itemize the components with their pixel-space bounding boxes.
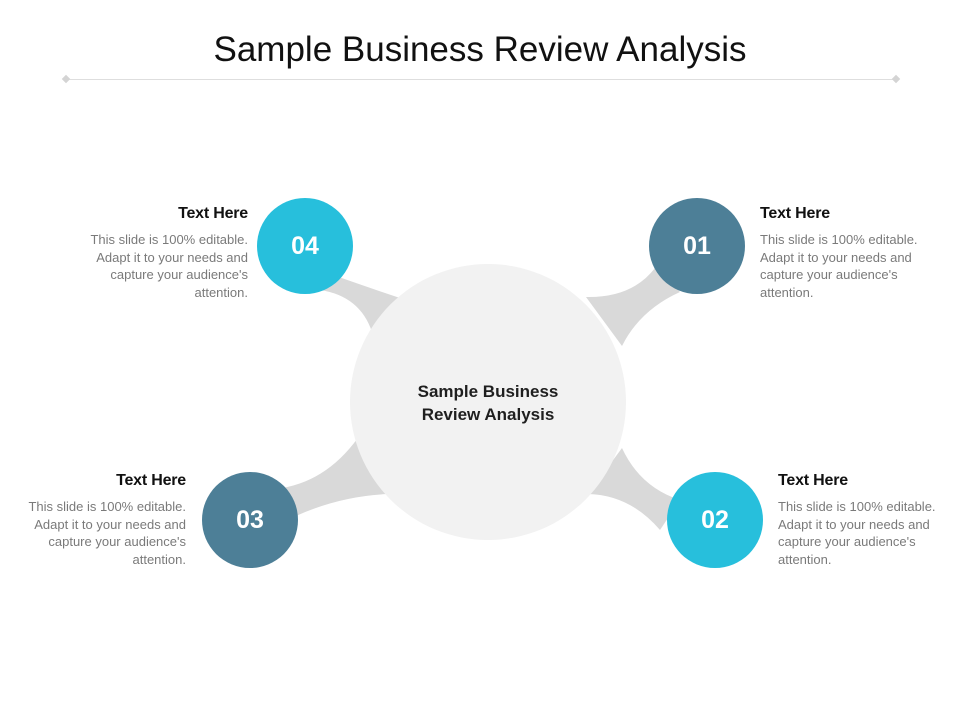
title-divider xyxy=(66,79,896,80)
node-number-01: 01 xyxy=(683,232,711,260)
text-block-04: Text Here This slide is 100% editable. A… xyxy=(78,205,248,301)
text-block-heading: Text Here xyxy=(760,205,830,222)
node-circle-04 xyxy=(257,198,353,294)
text-block-03: Text Here This slide is 100% editable. A… xyxy=(16,472,186,568)
text-block-body: This slide is 100% editable. Adapt it to… xyxy=(90,232,248,300)
page-title: Sample Business Review Analysis xyxy=(213,30,747,69)
center-label-line2: Review Analysis xyxy=(421,405,555,424)
node-number-03: 03 xyxy=(236,506,264,534)
node-circle-03 xyxy=(202,472,298,568)
connector-01 xyxy=(586,268,680,346)
text-block-body: This slide is 100% editable. Adapt it to… xyxy=(760,232,918,300)
node-number-04: 04 xyxy=(291,232,319,260)
node-circle-02 xyxy=(667,472,763,568)
text-block-body: This slide is 100% editable. Adapt it to… xyxy=(28,499,186,567)
hub-circle xyxy=(350,264,626,540)
text-block-heading: Text Here xyxy=(778,472,848,489)
node-number-02: 02 xyxy=(701,506,729,534)
center-label: Sample Business Review Analysis xyxy=(380,380,596,426)
connector-02 xyxy=(588,448,680,530)
text-block-body: This slide is 100% editable. Adapt it to… xyxy=(778,499,936,567)
node-circle-01 xyxy=(649,198,745,294)
center-label-line1: Sample Business xyxy=(417,382,559,401)
text-block-02: Text Here This slide is 100% editable. A… xyxy=(778,472,948,568)
text-block-heading: Text Here xyxy=(178,205,248,222)
text-block-01: Text Here This slide is 100% editable. A… xyxy=(760,205,930,301)
text-block-heading: Text Here xyxy=(116,472,186,489)
